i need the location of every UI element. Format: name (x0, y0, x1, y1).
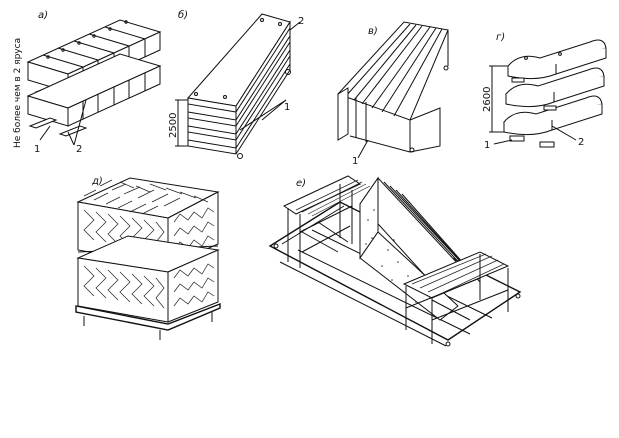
panel-a-block-stacks: а) Не более чем в 2 яруса (13, 10, 162, 155)
panel-a-lower-tier (26, 53, 162, 127)
panel-a-callout-1: 1 (34, 144, 40, 155)
panel-v-a-frame-stand: в) 1 (337, 21, 449, 167)
panel-a-bottom-supports (28, 117, 88, 137)
panel-b-slabs (187, 13, 291, 159)
panel-b-callout-2: 2 (298, 16, 304, 27)
panel-d-brick-packages: д) (75, 176, 221, 340)
panel-a-side-text: Не более чем в 2 яруса (13, 38, 23, 148)
panel-v-callout-1: 1 (352, 156, 358, 167)
panel-a-label: а) (38, 10, 48, 21)
panel-e-right-rack (402, 251, 510, 344)
panel-g-curved-elements: г) 2600 1 2 (482, 32, 607, 151)
panel-d-lower-package (76, 235, 220, 323)
panel-g-dimension: 2600 (482, 87, 493, 112)
panel-b-dimension: 2500 (168, 113, 179, 138)
panel-d-pallet (75, 302, 221, 331)
panel-e-transport-cassette: е) (268, 175, 522, 347)
panel-g-callout-1: 1 (484, 140, 490, 151)
panel-g-callout-2: 2 (578, 137, 584, 148)
panel-v-label: в) (368, 26, 378, 37)
panel-b-callout-1: 1 (284, 102, 290, 113)
panel-a-callout-2: 2 (76, 144, 82, 155)
panel-v-panels (337, 21, 449, 153)
panel-b-slab-stack: б) 2500 2 1 (168, 9, 304, 159)
panel-e-left-rack (282, 175, 371, 268)
panel-g-label: г) (496, 32, 505, 43)
panel-d-label: д) (91, 176, 103, 187)
panel-e-label: е) (296, 178, 306, 189)
panel-b-label: б) (178, 9, 188, 21)
panel-g-tiers (503, 39, 607, 148)
panel-e-wall-panels (359, 176, 481, 321)
